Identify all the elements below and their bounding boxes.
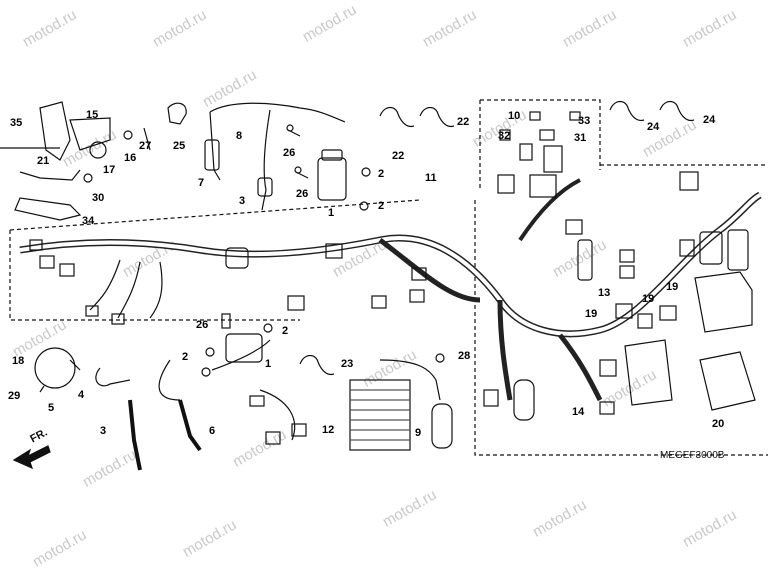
- callout: 19: [585, 308, 598, 320]
- ecm: [699, 351, 756, 411]
- callout: 16: [124, 152, 137, 164]
- callout: 15: [86, 109, 99, 121]
- regulator: [349, 379, 411, 451]
- callout: 20: [712, 418, 725, 430]
- callout: 8: [236, 130, 243, 142]
- callout: 26: [283, 147, 296, 159]
- callout: 23: [341, 358, 354, 370]
- callout: 1: [328, 207, 335, 219]
- callout: 24: [647, 121, 660, 133]
- relay-holder: [69, 117, 111, 151]
- callout: 28: [458, 350, 471, 362]
- callout: 19: [642, 293, 655, 305]
- callout: 11: [425, 172, 437, 184]
- callout: 10: [508, 110, 521, 122]
- callout: 2: [378, 168, 385, 180]
- callout: 2: [282, 325, 289, 337]
- callout: 34: [82, 215, 95, 227]
- callout: 2: [182, 351, 189, 363]
- callout: 31: [574, 132, 587, 144]
- callout: 3: [239, 195, 246, 207]
- callout: 12: [322, 424, 335, 436]
- callout: 27: [139, 140, 152, 152]
- callout: 5: [48, 402, 55, 414]
- callout: 32: [498, 130, 511, 142]
- junction-box: [694, 271, 753, 333]
- callout: 4: [78, 389, 85, 401]
- bracket: [39, 101, 71, 161]
- main-harness: [19, 191, 762, 338]
- callout: 26: [296, 188, 309, 200]
- grommet: [89, 141, 107, 159]
- drawing-code: MEGEF3000B: [660, 450, 725, 461]
- bottle: [513, 379, 535, 421]
- callout: 7: [198, 177, 205, 189]
- callout: 21: [37, 155, 50, 167]
- ignition-coil: [317, 157, 347, 201]
- callout: 29: [8, 390, 21, 402]
- callout: 30: [92, 192, 105, 204]
- callout: 22: [392, 150, 405, 162]
- horn: [34, 347, 76, 389]
- stay-lower: [14, 197, 82, 221]
- callout: 35: [10, 117, 23, 129]
- callout: 22: [457, 116, 470, 128]
- plug-wire: [209, 102, 346, 123]
- fuse-box: [624, 339, 673, 406]
- callout: 25: [173, 140, 186, 152]
- callout: 13: [598, 287, 611, 299]
- callout: 17: [103, 164, 116, 176]
- bottle: [431, 403, 453, 449]
- callout: 18: [12, 355, 25, 367]
- callout: 3: [100, 425, 107, 437]
- callout: 33: [578, 115, 591, 127]
- stay: [19, 169, 81, 181]
- ignition-coil-lower: [225, 333, 263, 363]
- callout: 26: [196, 319, 209, 331]
- callout: 24: [703, 114, 716, 126]
- nut: [123, 130, 133, 140]
- callout: 1: [265, 358, 272, 370]
- callout: 6: [209, 425, 216, 437]
- callout: 14: [572, 406, 585, 418]
- front-arrow: [12, 445, 51, 470]
- callout: 2: [378, 200, 385, 212]
- callout: 19: [666, 281, 679, 293]
- callout: 9: [415, 427, 422, 439]
- clamp: [167, 102, 187, 125]
